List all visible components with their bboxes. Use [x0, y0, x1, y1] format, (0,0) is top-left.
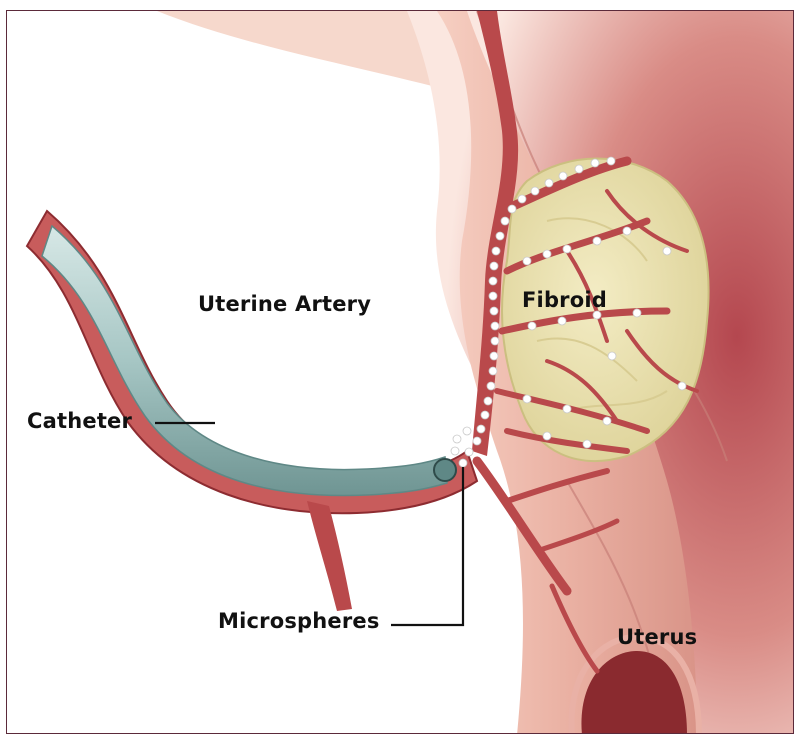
uterine-artery-label: Uterine Artery [198, 292, 371, 316]
fibroid-label: Fibroid [522, 288, 607, 312]
catheter-tip [434, 459, 456, 481]
artery-branch-lower [307, 501, 352, 611]
catheter-label: Catheter [27, 409, 132, 433]
illustration-frame: Uterine Artery Fibroid Catheter Microsph… [6, 10, 794, 734]
uterus-label: Uterus [617, 625, 697, 649]
microspheres-label: Microspheres [218, 609, 380, 633]
